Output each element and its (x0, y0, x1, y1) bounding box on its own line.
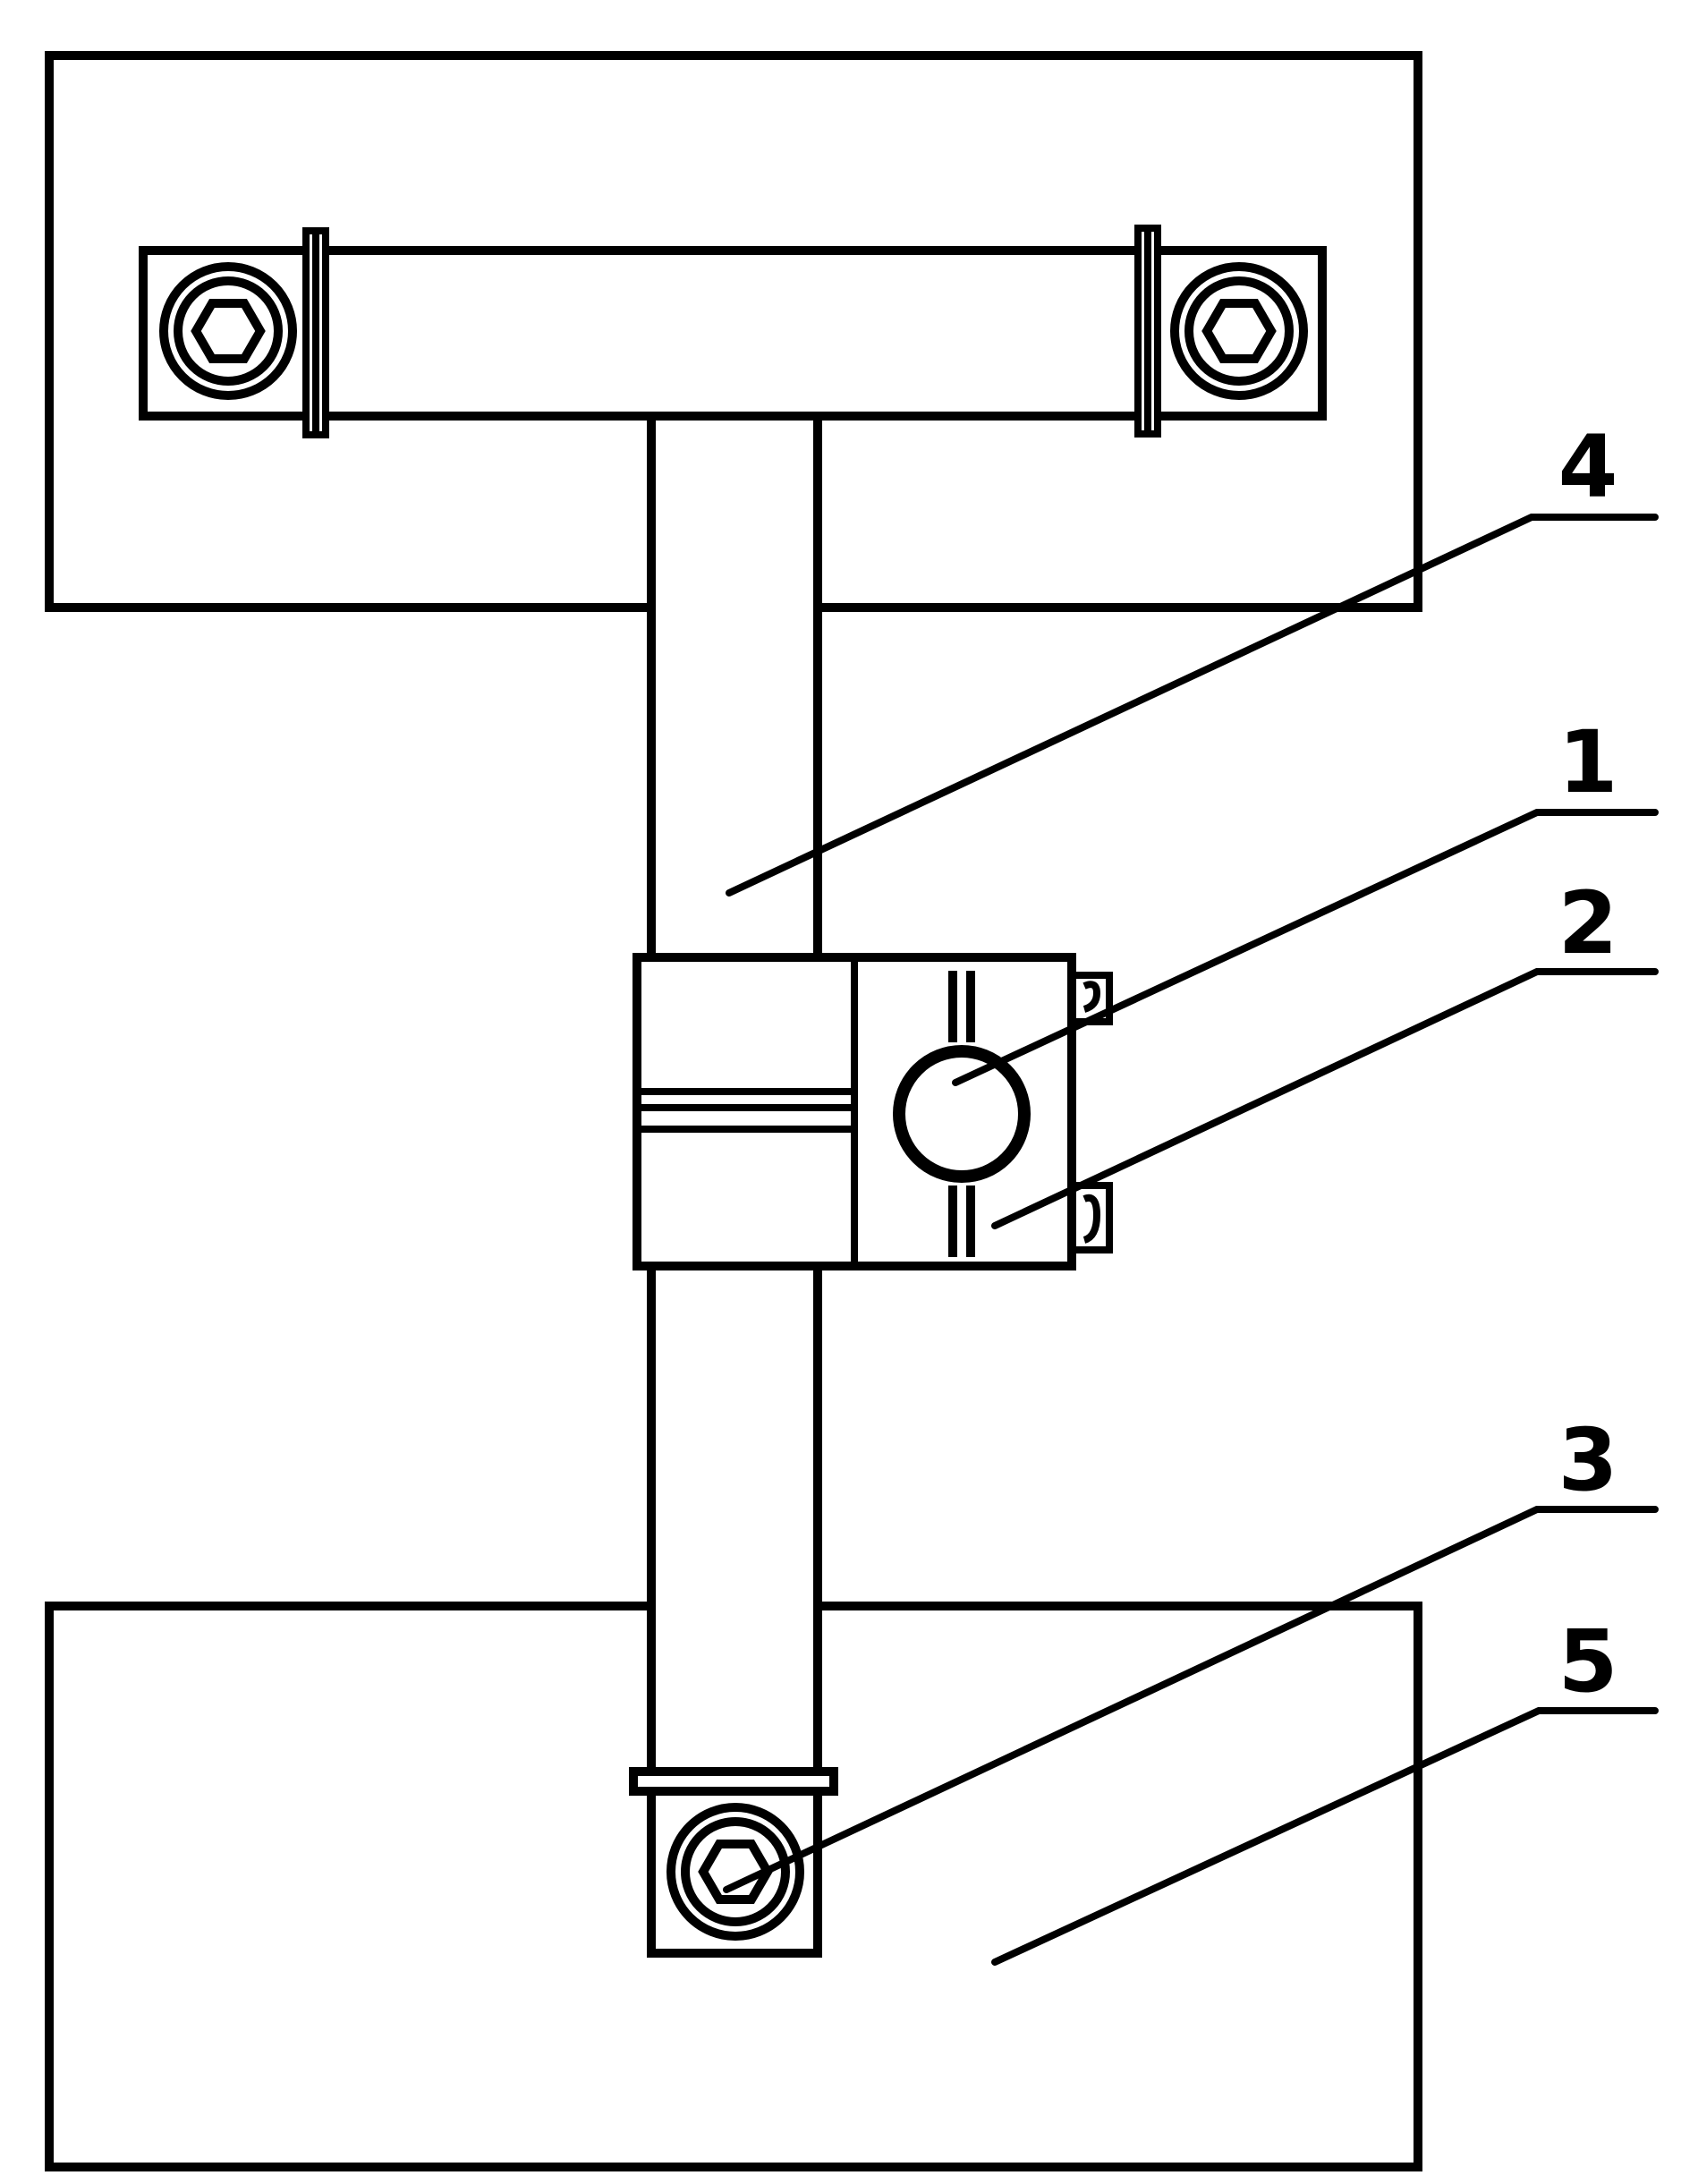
callout-label-3: 3 (1558, 1410, 1618, 1510)
clamp-bore (893, 1045, 1031, 1183)
leader-line-4 (726, 514, 1659, 897)
hex-bolt-icon (159, 262, 297, 400)
top-bar (139, 246, 1327, 421)
leader-line-1 (952, 809, 1659, 1086)
callout-label-5: 5 (1558, 1611, 1618, 1712)
callout-label-1: 1 (1558, 712, 1618, 812)
clamp-screw-icon (1068, 1182, 1113, 1253)
leader-line-5 (991, 1707, 1659, 1966)
leader-line-2 (991, 968, 1659, 1229)
callout-label-2: 2 (1558, 873, 1618, 973)
leader-line-3 (723, 1506, 1659, 1893)
callout-label-4: 4 (1558, 417, 1618, 517)
bottom-rod-end-block (647, 1787, 822, 1958)
hex-bolt-icon (1170, 262, 1308, 400)
